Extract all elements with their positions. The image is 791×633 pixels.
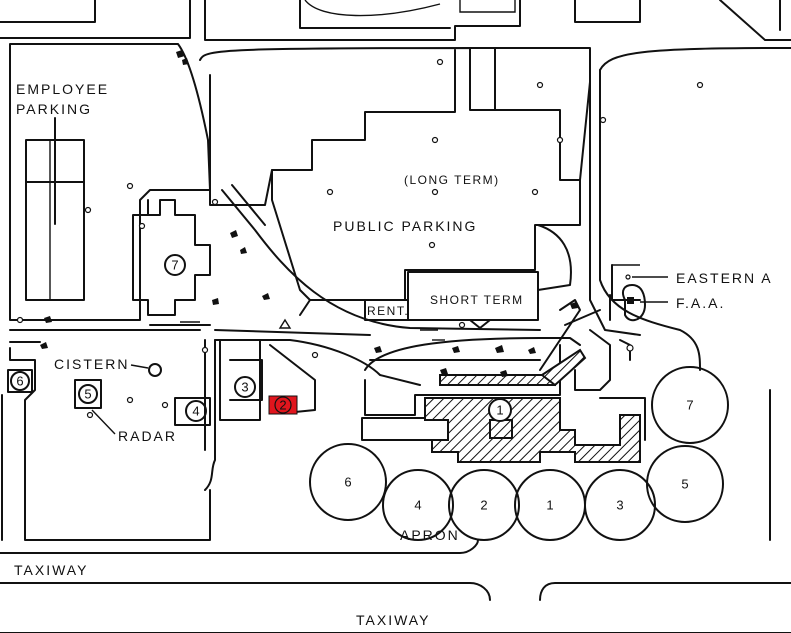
building-1-marker[interactable]: 1 bbox=[488, 398, 512, 422]
svg-text:7: 7 bbox=[171, 258, 178, 273]
leader-lines bbox=[91, 364, 149, 435]
taxiway-bottom-label: TAXIWAY bbox=[356, 612, 430, 628]
building-markers: 7 6 5 4 3 1 2 bbox=[7, 254, 512, 422]
long-term-label: (LONG TERM) bbox=[404, 173, 500, 187]
gate-labels: 6 4 2 1 3 5 7 bbox=[344, 398, 693, 513]
gate-4[interactable]: 4 bbox=[414, 498, 421, 513]
short-term-label: SHORT TERM bbox=[430, 293, 524, 307]
taxiway-left-label: TAXIWAY bbox=[14, 562, 88, 578]
taxiways bbox=[0, 539, 791, 633]
svg-text:6: 6 bbox=[16, 374, 23, 389]
cistern-label: CISTERN bbox=[54, 356, 129, 372]
apron-gates bbox=[309, 366, 729, 541]
gate-7[interactable]: 7 bbox=[686, 398, 693, 413]
gate-1[interactable]: 1 bbox=[546, 498, 553, 513]
building-7-marker[interactable]: 7 bbox=[164, 254, 186, 276]
radar-label: RADAR bbox=[118, 428, 177, 444]
building-4-marker[interactable]: 4 bbox=[185, 400, 207, 422]
building-3-marker[interactable]: 3 bbox=[234, 376, 256, 398]
gate-6[interactable]: 6 bbox=[344, 475, 351, 490]
access-roads bbox=[9, 47, 791, 491]
building-6-marker[interactable]: 6 bbox=[7, 369, 33, 393]
employee-parking-label-2: PARKING bbox=[16, 101, 92, 117]
svg-text:1: 1 bbox=[496, 403, 503, 418]
svg-text:3: 3 bbox=[241, 380, 248, 395]
employee-parking-label-1: EMPLOYEE bbox=[16, 81, 109, 97]
svg-text:2: 2 bbox=[279, 398, 286, 413]
rent-label: RENT. bbox=[367, 304, 409, 318]
building-5-marker[interactable]: 5 bbox=[74, 379, 102, 409]
public-parking-label: PUBLIC PARKING bbox=[333, 218, 477, 234]
apron-label: APRON bbox=[400, 527, 460, 543]
faa-label: F.A.A. bbox=[676, 295, 725, 311]
gate-2[interactable]: 2 bbox=[480, 498, 487, 513]
svg-text:5: 5 bbox=[84, 387, 91, 402]
public-parking-lot bbox=[199, 47, 591, 301]
short-term-lot bbox=[364, 224, 572, 329]
right-side bbox=[599, 81, 771, 541]
building-7-complex bbox=[132, 199, 211, 326]
gate-3[interactable]: 3 bbox=[616, 498, 623, 513]
vegetation bbox=[40, 50, 578, 377]
gate-5[interactable]: 5 bbox=[681, 477, 688, 492]
terminal-building bbox=[424, 348, 641, 463]
eastern-label: EASTERN A bbox=[676, 270, 773, 286]
top-roads bbox=[0, 0, 791, 41]
svg-text:4: 4 bbox=[192, 404, 199, 419]
highlighted-building-marker[interactable]: 2 bbox=[268, 395, 298, 415]
area-labels: EMPLOYEE PARKING (LONG TERM) PUBLIC PARK… bbox=[14, 81, 773, 628]
cistern-radar-area bbox=[1, 339, 319, 541]
